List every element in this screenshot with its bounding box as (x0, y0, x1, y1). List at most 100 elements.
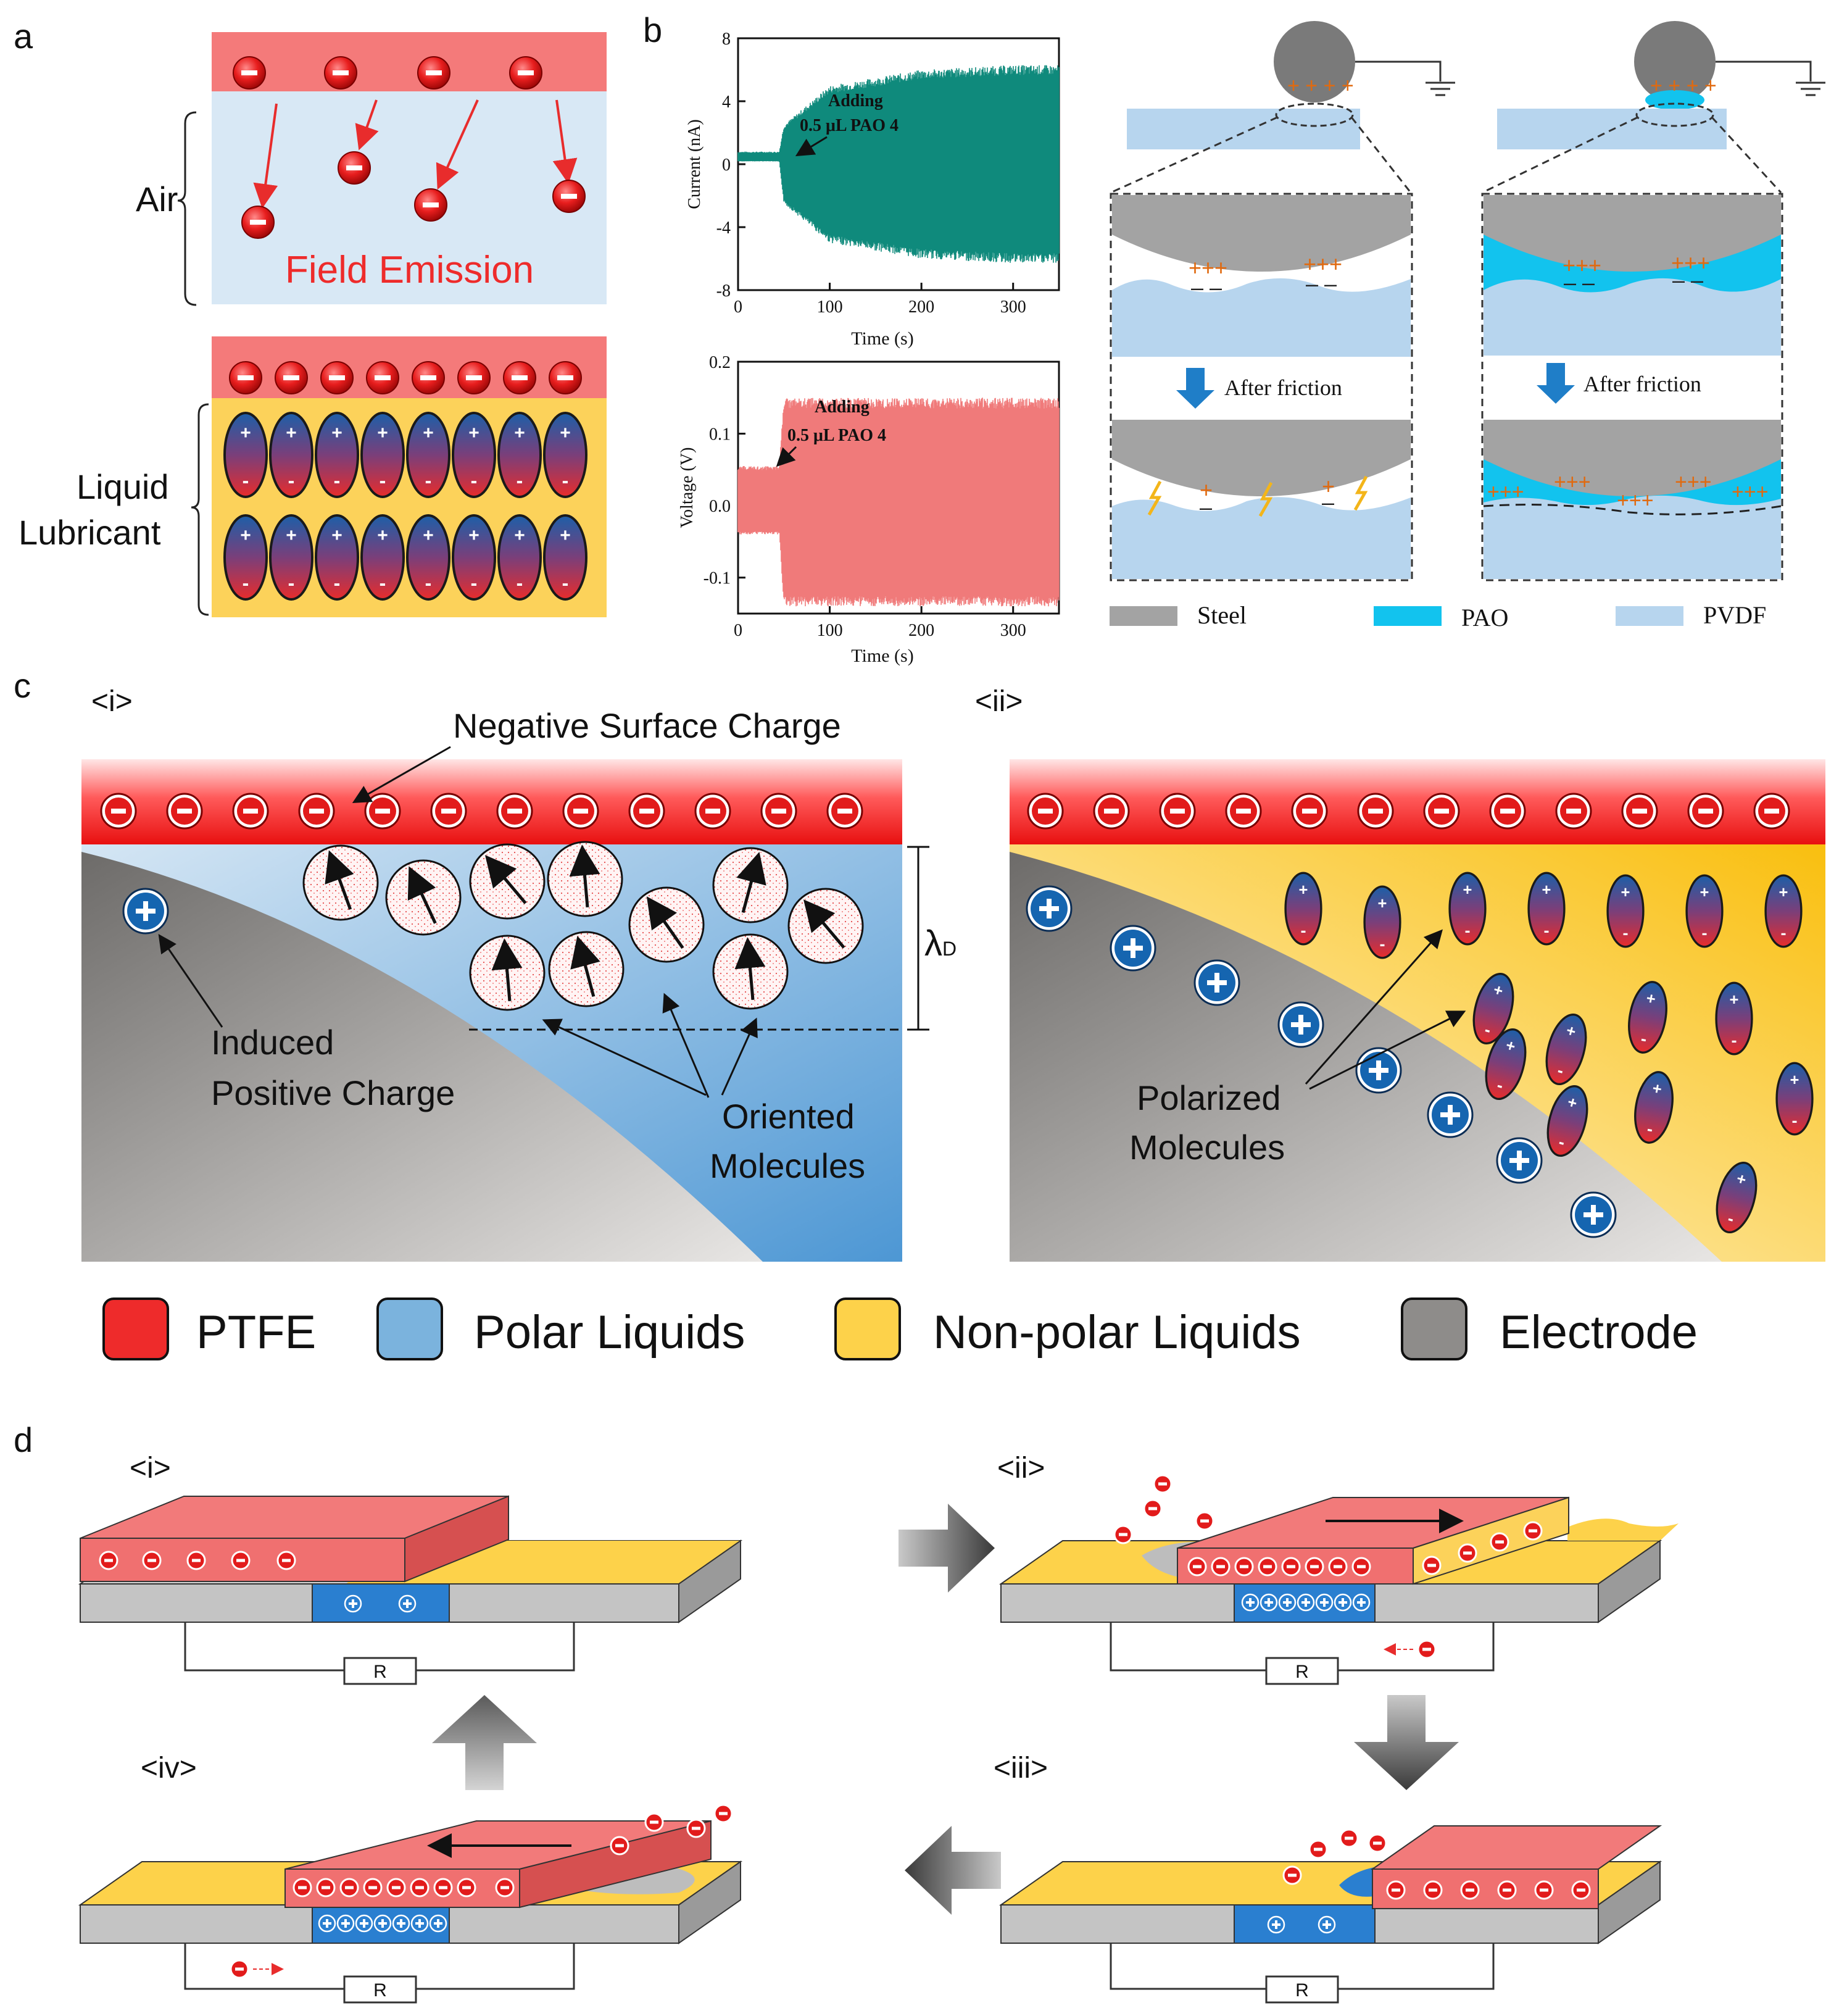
neg-before-right-b: – – (1672, 267, 1703, 293)
induced-positive-charge (1026, 885, 1073, 932)
electrode-positive-charge (336, 1914, 355, 1933)
substrate-side-iii (1598, 1860, 1661, 1944)
neg-after-left-b: – (1322, 489, 1334, 515)
legend-ptfe-swatch (102, 1297, 169, 1360)
ptfe-bar-air (212, 32, 607, 91)
pvdf-before-right (1484, 278, 1781, 356)
legend-pao-swatch (1374, 606, 1442, 626)
surface-negative-charge (562, 793, 599, 830)
current-series (737, 65, 1060, 263)
emitted-electron (610, 1836, 629, 1856)
oriented-molecule (548, 931, 625, 1007)
liquid-brace (191, 403, 209, 616)
current-annotation-arrow (795, 136, 828, 157)
surface-negative-charge (1489, 793, 1526, 830)
electrode-blue-iii (1234, 1904, 1376, 1944)
emitted-electrons-ii (1113, 1474, 1214, 1544)
panel-c: c <i> Negative Surface Charge Induced Po… (14, 666, 1825, 1360)
liquid-label-line1: Liquid (77, 467, 168, 506)
surface-negative-charge (496, 793, 533, 830)
panel-d: d <i> R <ii> (14, 1420, 1679, 2004)
induced-label-line1: Induced (211, 1023, 334, 1062)
ptfe-negative-charge (1281, 1557, 1301, 1577)
surface-negative-charge (760, 793, 797, 830)
polarized-dipole (1284, 872, 1322, 946)
electrode-positive-charge (355, 1914, 373, 1933)
voltage-series (737, 398, 1060, 607)
legend-polar-swatch (376, 1297, 443, 1360)
emitted-electron (1143, 1499, 1163, 1518)
induced-positive-charge (1570, 1191, 1617, 1238)
voltage-xtick-label: 300 (1000, 621, 1026, 640)
pvdf-strip-left (1127, 109, 1360, 149)
current-xlabel: Time (s) (851, 328, 913, 349)
surface-negative-charge (100, 793, 137, 830)
current-ytick-label: -4 (716, 219, 731, 238)
oriented-molecule (385, 859, 462, 936)
panel-label-c: c (14, 666, 31, 705)
subpanel-label-c-ii: <ii> (975, 685, 1023, 718)
current-xtick-label: 0 (734, 298, 742, 317)
current-ytick-label: 0 (722, 156, 731, 175)
surface-negative-charge (1159, 793, 1196, 830)
zoom-box-left (1110, 193, 1413, 581)
ptfe-negative-charge (1460, 1880, 1480, 1900)
electrode-blue-i (312, 1583, 450, 1623)
emitted-electron (713, 1804, 733, 1823)
emitted-electron (644, 1812, 664, 1832)
ptfe-negative-charge (1211, 1557, 1231, 1577)
current-annotation-line2: 0.5 μL PAO 4 (800, 116, 899, 135)
steel-after-right (1484, 420, 1781, 496)
legend-electrode-swatch (1401, 1297, 1467, 1360)
voltage-xtick-label: 200 (908, 621, 934, 640)
electrode-positive-charge (429, 1914, 447, 1933)
charges-after-right-2: +++ (1554, 470, 1591, 494)
oriented-molecule (469, 935, 546, 1011)
neg-before-left-b: – – (1306, 271, 1337, 296)
neg-before-right-a: – – (1564, 270, 1595, 295)
legend-nonpolar-label: Non-polar Liquids (933, 1306, 1301, 1359)
substrate-side-ii (1598, 1539, 1661, 1623)
lambda-symbol: λ (924, 923, 942, 964)
panel-a: a Air Field Emission (14, 17, 607, 617)
ptfe-negative-charge (1422, 1556, 1442, 1575)
surface-negative-charge (1027, 793, 1064, 830)
legend-ptfe-label: PTFE (196, 1306, 316, 1359)
ptfe-negative-charge (495, 1878, 515, 1897)
polarized-dipole (1775, 1062, 1814, 1136)
subpanel-label-d-i: <i> (130, 1452, 171, 1485)
voltage-ylabel: Voltage (V) (678, 448, 697, 528)
ptfe-side-iv (519, 1820, 712, 1909)
charges-before-left-a: +++ (1189, 255, 1227, 280)
ptfe-negative-charge (1523, 1521, 1543, 1541)
oriented-molecule (712, 933, 789, 1010)
signal-trace (737, 398, 1060, 607)
after-friction-label-left: After friction (1224, 375, 1342, 400)
ptfe-side-i (404, 1495, 509, 1583)
subpanel-label-c-i: <i> (91, 685, 133, 718)
voltage-xtick-label: 0 (734, 621, 742, 640)
surface-negative-charge (232, 793, 269, 830)
surface-negative-charge (1753, 793, 1790, 830)
arrow-up-iv-to-i (432, 1695, 537, 1790)
resistor-label-i: R (373, 1662, 387, 1682)
signal-trace (737, 65, 1060, 263)
legend-b: Steel PAO PVDF (1110, 601, 1766, 631)
current-y-ticks: 840-4-8 (716, 30, 745, 301)
electrode-positive-charge (1278, 1593, 1297, 1612)
subpanel-label-d-iv: <iv> (141, 1752, 197, 1785)
oriented-molecule (547, 841, 623, 917)
negative-surface-charge-label: Negative Surface Charge (453, 706, 841, 745)
induced-positive-charge (1427, 1091, 1474, 1138)
neg-after-left-a: – (1200, 494, 1212, 520)
voltage-xlabel: Time (s) (851, 646, 913, 666)
oriented-molecule (787, 888, 864, 964)
polarized-pointers (1305, 929, 1466, 1090)
ground-symbol-left (1426, 81, 1455, 96)
steel-after-left (1112, 420, 1411, 496)
induced-positive-charge (1110, 925, 1156, 972)
legend-pvdf-swatch (1616, 606, 1683, 626)
panel-d-i: <i> R (78, 1452, 743, 1685)
